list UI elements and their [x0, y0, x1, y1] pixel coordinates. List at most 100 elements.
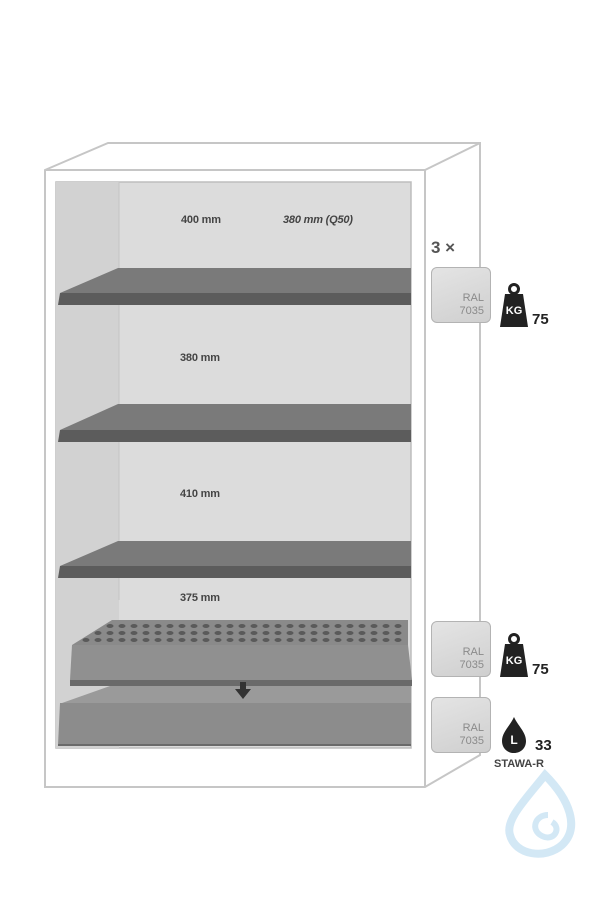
sump-standard-label: STAWA-R: [494, 758, 544, 770]
swatch-label-code: 7035: [459, 659, 484, 671]
perforation-hole: [202, 631, 210, 635]
perforation-hole: [178, 624, 186, 628]
perforation-hole: [118, 624, 126, 628]
perforation-hole: [298, 631, 306, 635]
perforation-hole: [250, 624, 258, 628]
perforation-hole: [214, 631, 222, 635]
perforation-hole: [286, 631, 294, 635]
perforation-hole: [154, 624, 162, 628]
perforation-hole: [190, 624, 198, 628]
perforation-hole: [94, 638, 102, 642]
perforation-hole: [226, 631, 234, 635]
perforation-hole: [142, 624, 150, 628]
perforation-hole: [310, 624, 318, 628]
dim-third: 410 mm: [180, 488, 220, 500]
perforation-hole: [262, 638, 270, 642]
perforation-hole: [202, 624, 210, 628]
weight-icon-text: KG: [505, 655, 523, 667]
tray-color-swatch: RAL 7035: [431, 621, 491, 677]
perforation-hole: [118, 631, 126, 635]
perforation-hole: [214, 624, 222, 628]
perforation-hole: [346, 631, 354, 635]
perforation-hole: [370, 631, 378, 635]
perforation-hole: [178, 638, 186, 642]
perforation-hole: [334, 624, 342, 628]
perforation-hole: [166, 638, 174, 642]
shelf-quantity: 3 ×: [431, 238, 456, 257]
perforation-hole: [262, 631, 270, 635]
perforation-hole: [334, 638, 342, 642]
perforation-hole: [190, 631, 198, 635]
perforation-hole: [370, 624, 378, 628]
perforation-hole: [346, 638, 354, 642]
perforation-hole: [286, 638, 294, 642]
perforation-hole: [190, 638, 198, 642]
insert-arrow-icon: [235, 682, 251, 699]
perforation-hole: [238, 638, 246, 642]
perforation-hole: [382, 631, 390, 635]
perforation-hole: [274, 624, 282, 628]
perforated-tray: [70, 620, 412, 686]
liquid-drop-icon: [502, 717, 526, 753]
perforation-hole: [394, 631, 402, 635]
perforation-hole: [154, 631, 162, 635]
swatch-label-code: 7035: [459, 735, 484, 747]
dim-second: 380 mm: [180, 352, 220, 364]
perforation-hole: [106, 624, 114, 628]
perforation-hole: [106, 638, 114, 642]
swatch-label-ral: RAL: [462, 722, 484, 734]
liquid-drop-icon-text: L: [510, 733, 518, 747]
perforation-hole: [394, 638, 402, 642]
perforation-hole: [322, 631, 330, 635]
perforation-hole: [358, 631, 366, 635]
dim-top-left: 400 mm: [181, 214, 221, 226]
perforation-hole: [178, 631, 186, 635]
weight-icon: [500, 633, 528, 677]
shelf-2: [58, 404, 411, 442]
perforation-hole: [358, 638, 366, 642]
perforation-hole: [298, 638, 306, 642]
dim-bottom: 375 mm: [180, 592, 220, 604]
weight-icon: [500, 283, 528, 327]
perforation-hole: [250, 638, 258, 642]
perforation-hole: [322, 638, 330, 642]
perforation-hole: [286, 624, 294, 628]
perforation-hole: [298, 624, 306, 628]
tray-load-value: 75: [532, 661, 549, 678]
perforation-hole: [214, 638, 222, 642]
perforation-hole: [130, 624, 138, 628]
swatch-label-ral: RAL: [462, 292, 484, 304]
perforation-hole: [382, 624, 390, 628]
perforation-hole: [358, 624, 366, 628]
perforation-hole: [238, 631, 246, 635]
perforation-hole: [346, 624, 354, 628]
perforation-hole: [118, 638, 126, 642]
perforation-hole: [310, 631, 318, 635]
shelf-1: [58, 268, 411, 305]
perforation-hole: [238, 624, 246, 628]
perforation-hole: [154, 638, 162, 642]
perforation-hole: [382, 638, 390, 642]
sump-volume-value: 33: [535, 737, 552, 754]
bottom-sump: [58, 686, 411, 746]
watermark-drop-icon: [505, 769, 575, 858]
perforation-hole: [274, 638, 282, 642]
shelf-load-value: 75: [532, 311, 549, 328]
perforation-hole: [82, 638, 90, 642]
perforation-hole: [106, 631, 114, 635]
sump-color-swatch: RAL 7035: [431, 697, 491, 753]
weight-icon-text: KG: [505, 305, 523, 317]
perforation-hole: [310, 638, 318, 642]
perforation-hole: [274, 631, 282, 635]
perforation-hole: [130, 638, 138, 642]
perforation-hole: [394, 624, 402, 628]
swatch-label-ral: RAL: [462, 646, 484, 658]
shelf-3: [58, 541, 411, 578]
dim-top-right: 380 mm (Q50): [283, 214, 353, 226]
perforation-hole: [226, 638, 234, 642]
perforation-hole: [226, 624, 234, 628]
perforation-hole: [250, 631, 258, 635]
perforation-hole: [334, 631, 342, 635]
perforation-hole: [142, 638, 150, 642]
